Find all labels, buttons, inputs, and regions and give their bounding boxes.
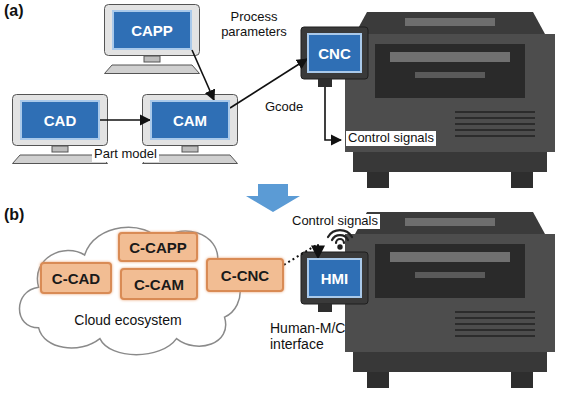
edge-label: Part model [92,147,159,162]
node-caption: Human-M/C interface [270,320,362,352]
monitor-stand [318,304,332,312]
node-label: CAM [173,112,207,129]
signal-label: Control signals [346,131,436,146]
computer-screen: CAM [150,100,230,140]
node-label: CAPP [131,22,173,39]
computer-icon [105,5,200,74]
node-caption: Cloud ecosystem [8,312,248,328]
hmi-screen: HMIHuman-M/C interface [307,258,362,298]
cloud-service: C-CAPP [118,232,198,262]
data-flow-arrow [192,50,214,100]
edge-label: Gcode [263,100,305,115]
cloud-shape: C-CAPPC-CADC-CAMC-CNCCloud ecosystem [8,210,248,360]
transition-arrow [246,184,300,212]
node-label: C-CAD [52,270,100,287]
monitor-frame [301,252,368,304]
edge-label: Process parameters [210,10,298,40]
computer-screen: CAD [20,100,100,140]
panel-label: (a) [4,2,24,20]
node-label: CNC [318,45,351,62]
computer-screen: CAPP [112,10,192,50]
monitor-frame [301,27,368,79]
node-label: CAD [44,112,77,129]
node-label: C-CNC [221,267,269,284]
panel-label: (b) [4,206,24,224]
node-label: HMI [321,270,349,287]
cnc-machine [345,12,555,188]
monitor-stand [318,79,332,87]
node-label: C-CAM [134,276,184,293]
cnc-screen: CNC [307,33,362,73]
cnc-machine [345,212,555,388]
node-label: C-CAPP [129,239,187,256]
edge-label: Control signals [290,214,380,229]
data-flow-arrow [100,119,150,121]
wifi-icon [328,230,352,248]
signal-arrow [325,87,341,140]
cloud-service: C-CAM [120,268,198,300]
cloud-service: C-CAD [40,262,112,294]
cloud-service: C-CNC [206,258,284,292]
